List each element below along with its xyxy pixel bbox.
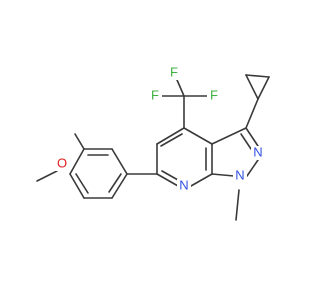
bond-c4-c5 xyxy=(156,127,185,145)
bond-ph4-ph5-double xyxy=(75,173,89,194)
bonds xyxy=(36,72,270,221)
molecule-structure: F F F N N N O xyxy=(36,64,270,221)
bond-ph6-ph1 xyxy=(111,173,128,199)
bond-c6-n7 xyxy=(156,173,179,187)
bond-ph3-o xyxy=(74,133,85,150)
bond-cp-a xyxy=(245,74,270,78)
bond-ph1-ph2 xyxy=(111,148,128,175)
bond-c3-n2-double xyxy=(240,133,252,150)
bond-c4-c5-double xyxy=(160,133,183,147)
bond-c3-n2 xyxy=(245,127,259,147)
bond-o-methyl xyxy=(36,170,58,182)
oxygen-label-methoxy: O xyxy=(57,155,67,170)
atom-labels: F F F N N N O xyxy=(55,64,265,193)
bond-c3a-c3 xyxy=(211,127,247,145)
fluorine-label-1: F xyxy=(170,64,178,79)
bond-cp-c xyxy=(257,76,270,100)
bond-ph3-ph4 xyxy=(69,148,85,175)
bond-n1-c7a xyxy=(211,173,235,177)
nitrogen-label-pyrazole-2: N xyxy=(253,144,262,159)
bond-n1-methyl xyxy=(235,189,240,221)
bond-c4-c3a xyxy=(183,127,213,145)
bond-ph4-ph5 xyxy=(69,173,85,199)
bond-cp-c3 xyxy=(245,98,259,129)
bond-ph6-ph1-double xyxy=(108,173,122,193)
bond-n7-c7a xyxy=(190,173,213,187)
fluorine-label-2: F xyxy=(151,87,159,102)
nitrogen-label-pyridine: N xyxy=(179,177,188,192)
bond-n2-n1 xyxy=(246,159,259,177)
nitrogen-label-pyrazole-1: N xyxy=(235,167,244,182)
fluorine-label-3: F xyxy=(210,87,218,102)
bond-cp-b xyxy=(245,74,259,100)
bond-c6-n7-double xyxy=(161,170,179,181)
